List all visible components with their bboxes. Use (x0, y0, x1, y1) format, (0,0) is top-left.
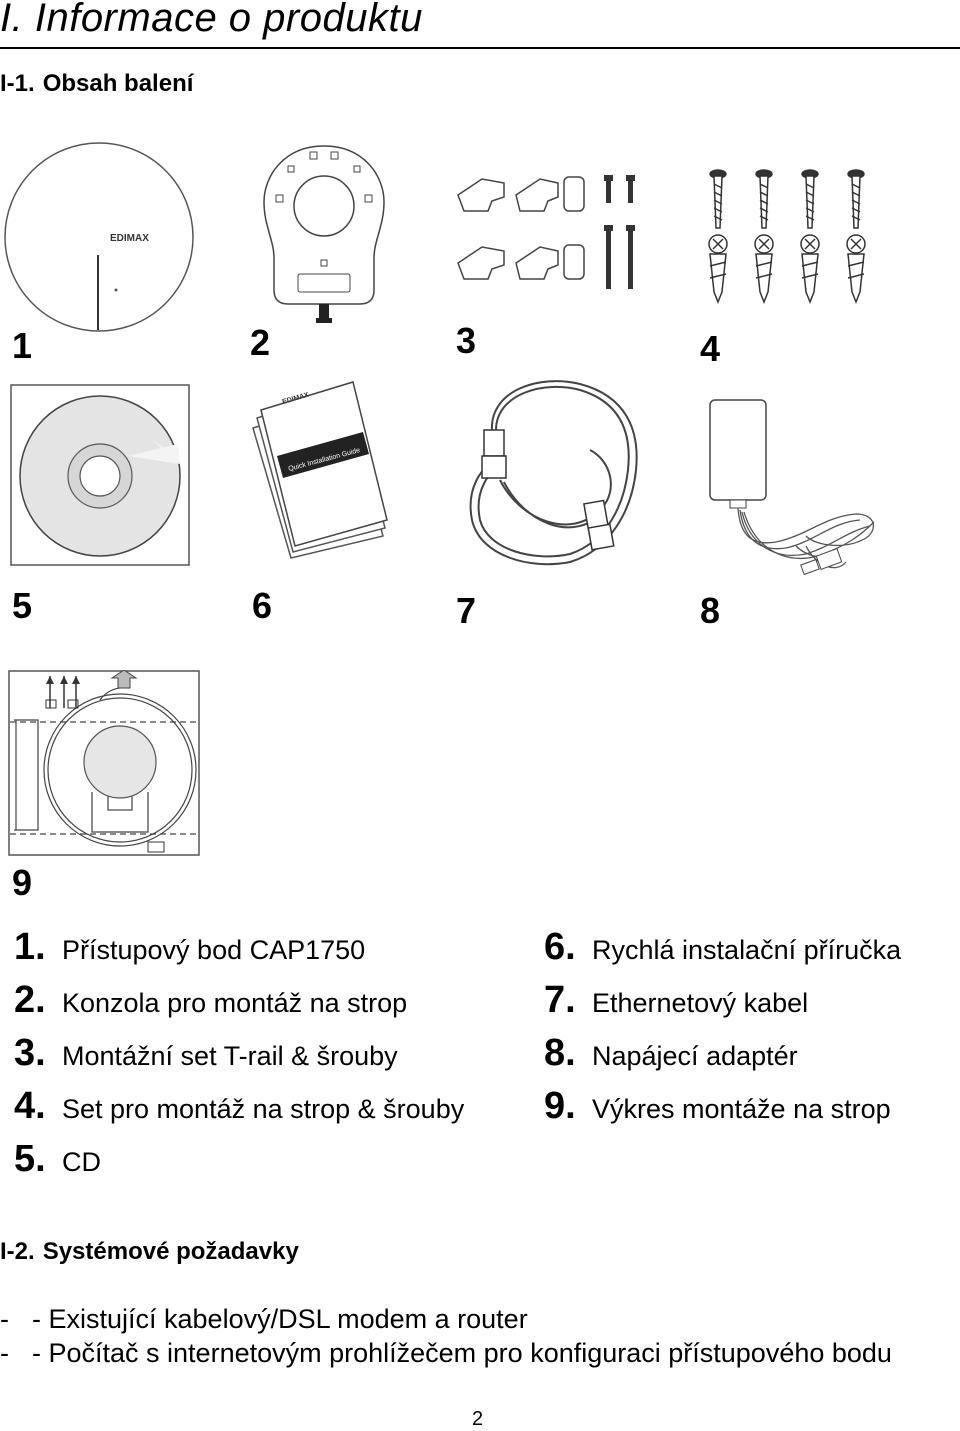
section-heading-package-contents: I-1. Obsah balení (0, 70, 193, 98)
bullet-dash: - (0, 1304, 9, 1334)
bullet-dash: - (0, 1338, 9, 1368)
list-item-number: 8. (544, 1032, 576, 1074)
list-item-number: 7. (544, 979, 576, 1021)
access-point-image: EDIMAX (2, 140, 196, 334)
list-item-text: Konzola pro montáž na strop (62, 988, 408, 1018)
figure-label-1: 1 (12, 325, 33, 366)
list-item-text: Ethernetový kabel (592, 988, 809, 1018)
product-logo-text: EDIMAX (110, 233, 149, 244)
list-item: 3. Montážní set T-rail & šrouby (14, 1032, 398, 1075)
requirement-item: -- Počítač s internetovým prohlížečem pr… (0, 1338, 892, 1369)
figure-label-7: 7 (456, 590, 477, 631)
ceiling-bracket-image (258, 140, 390, 330)
list-item-text: Montážní set T-rail & šrouby (62, 1041, 398, 1071)
list-item-number: 4. (14, 1085, 46, 1127)
section-number: I-2. (0, 1238, 35, 1265)
requirement-text: - Existující kabelový/DSL modem a router (32, 1304, 528, 1334)
figure-label-5: 5 (12, 585, 33, 626)
t-rail-mount-kit-image (452, 165, 652, 295)
section-number: I-1. (0, 70, 35, 97)
figure-label-2: 2 (250, 322, 271, 363)
list-item-number: 5. (14, 1138, 46, 1180)
ceiling-mount-screws-image (700, 162, 880, 312)
figure-label-6: 6 (252, 585, 273, 626)
list-item-text: Set pro montáž na strop & šrouby (62, 1094, 465, 1124)
list-item-number: 6. (544, 926, 576, 968)
list-item-text: Přístupový bod CAP1750 (62, 935, 366, 965)
ethernet-cable-image (460, 370, 645, 570)
list-item: 1. Přístupový bod CAP1750 (14, 926, 365, 969)
section-title: Obsah balení (42, 70, 194, 97)
list-item-number: 3. (14, 1032, 46, 1074)
list-item-text: CD (62, 1147, 101, 1177)
list-item-text: Rychlá instalační příručka (592, 935, 902, 965)
power-adapter-image (706, 396, 886, 586)
list-item-number: 2. (14, 979, 46, 1021)
figure-label-4: 4 (700, 328, 721, 369)
list-item: 4. Set pro montáž na strop & šrouby (14, 1085, 464, 1128)
requirement-text: - Počítač s internetovým prohlížečem pro… (32, 1338, 892, 1368)
title-divider (0, 47, 960, 49)
list-item-number: 1. (14, 926, 46, 968)
list-item: 5. CD (14, 1138, 101, 1181)
list-item-text: Výkres montáže na strop (592, 1094, 891, 1124)
figure-label-3: 3 (456, 320, 477, 361)
list-item: 7. Ethernetový kabel (544, 979, 808, 1022)
figure-label-8: 8 (700, 590, 721, 631)
list-item: 2. Konzola pro montáž na strop (14, 979, 407, 1022)
page-number: 2 (472, 1408, 484, 1430)
list-item: 6. Rychlá instalační příručka (544, 926, 901, 969)
list-item: 8. Napájecí adaptér (544, 1032, 798, 1075)
list-item: 9. Výkres montáže na strop (544, 1085, 891, 1128)
section-heading-system-requirements: I-2. Systémové požadavky (0, 1238, 299, 1266)
page-title: I. Informace o produktu (0, 0, 423, 40)
cd-image (10, 384, 190, 566)
requirement-item: -- Existující kabelový/DSL modem a route… (0, 1304, 528, 1335)
figure-label-9: 9 (12, 862, 33, 903)
quick-installation-guide-image: Quick Installation Guide EDIMAX (245, 380, 390, 560)
section-title: Systémové požadavky (42, 1238, 299, 1265)
list-item-number: 9. (544, 1085, 576, 1127)
list-item-text: Napájecí adaptér (592, 1041, 798, 1071)
ceiling-mount-drawing-image (8, 670, 200, 856)
